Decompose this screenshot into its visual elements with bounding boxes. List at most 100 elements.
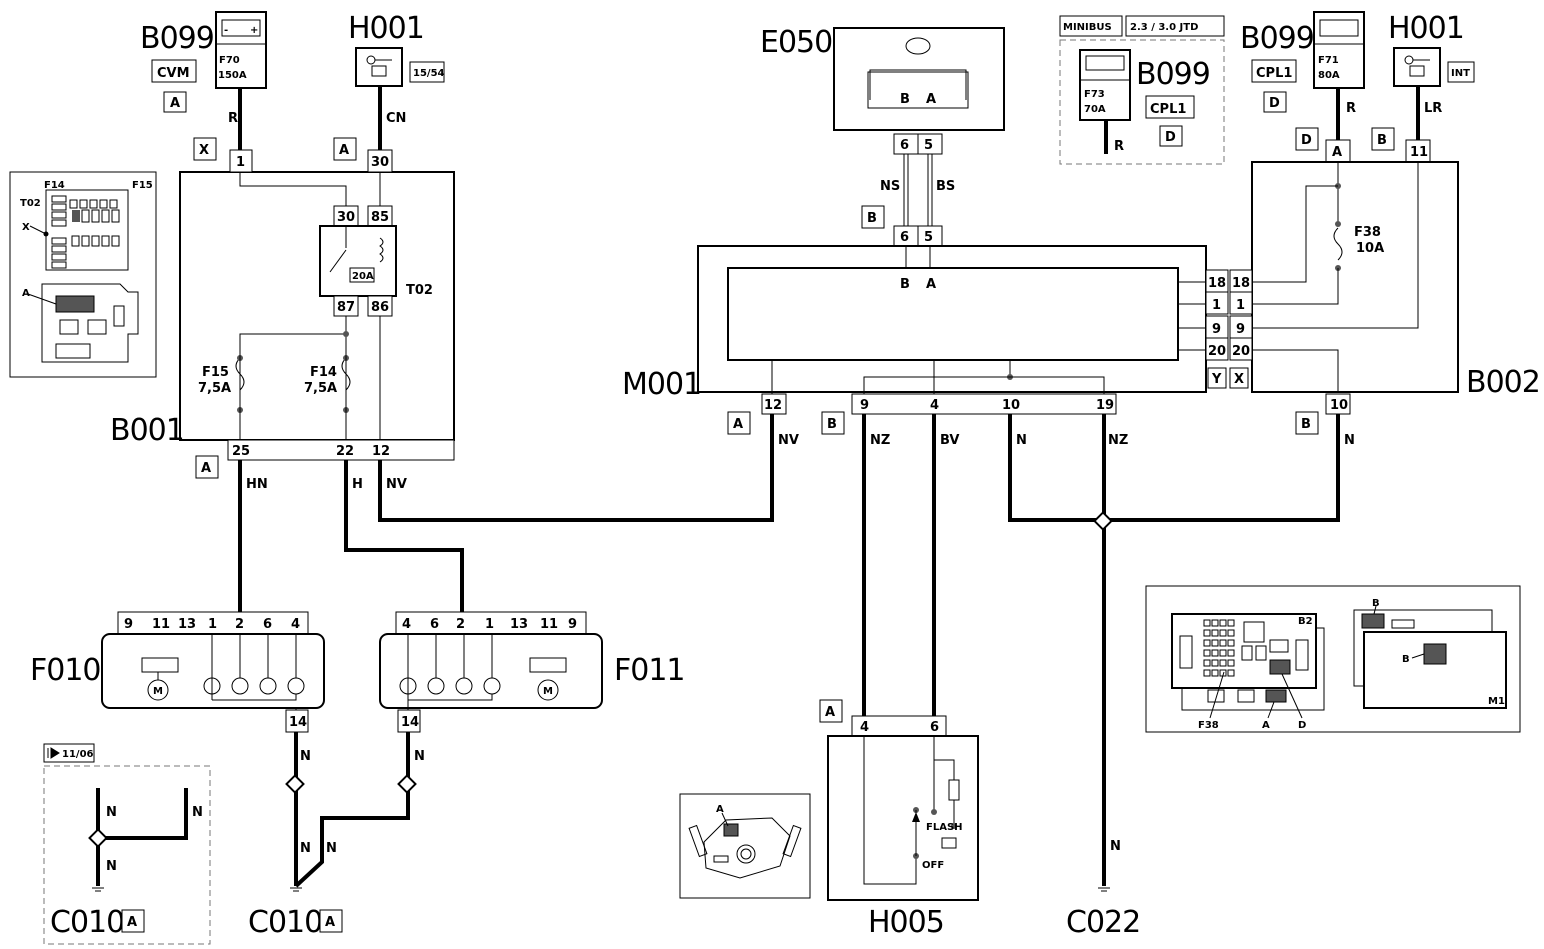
svg-text:N: N (414, 749, 425, 764)
svg-text:N: N (1344, 433, 1355, 448)
svg-text:B2: B2 (1298, 616, 1313, 627)
svg-text:10: 10 (1002, 398, 1020, 413)
svg-text:13: 13 (510, 617, 528, 632)
svg-text:19: 19 (1096, 398, 1114, 413)
svg-text:6: 6 (430, 617, 439, 632)
inset-b001-location: F14 F15 T02 X A (9, 171, 157, 378)
svg-text:9: 9 (1212, 322, 1221, 337)
h001-left-tag: 15/54 (413, 68, 445, 79)
svg-text:5: 5 (924, 138, 933, 153)
svg-text:M1: M1 (1488, 696, 1505, 707)
b099-left-tag: CVM (157, 66, 190, 81)
svg-text:X: X (22, 222, 30, 233)
svg-text:80A: 80A (1318, 70, 1340, 81)
svg-text:LR: LR (1424, 101, 1442, 116)
svg-text:N: N (106, 805, 117, 820)
svg-text:F73: F73 (1084, 89, 1105, 100)
svg-text:BS: BS (936, 179, 955, 194)
svg-text:12: 12 (764, 398, 782, 413)
svg-text:A: A (339, 143, 349, 158)
svg-text:A: A (170, 96, 180, 111)
b099-battery-right: B099 F71 80A CPL1 D (1240, 11, 1365, 113)
svg-text:20: 20 (1232, 344, 1250, 359)
svg-text:F38: F38 (1198, 720, 1219, 731)
svg-text:B: B (867, 211, 877, 226)
svg-text:B: B (900, 277, 910, 292)
svg-text:7,5A: 7,5A (304, 381, 337, 396)
svg-text:A: A (1262, 720, 1270, 731)
svg-text:20: 20 (1208, 344, 1226, 359)
svg-text:T02: T02 (20, 198, 41, 209)
svg-text:B: B (900, 92, 910, 107)
svg-text:6: 6 (900, 230, 909, 245)
svg-text:CPL1: CPL1 (1150, 102, 1186, 117)
svg-text:CN: CN (386, 111, 406, 126)
svg-text:18: 18 (1232, 276, 1250, 291)
minibus-label: MINIBUS (1063, 22, 1112, 33)
svg-text:A: A (22, 288, 30, 299)
svg-text:22: 22 (336, 444, 354, 459)
svg-text:2: 2 (456, 617, 465, 632)
svg-text:D: D (1298, 720, 1306, 731)
svg-text:N: N (300, 749, 311, 764)
svg-text:X: X (199, 143, 209, 158)
svg-text:NV: NV (386, 477, 407, 492)
svg-text:M: M (153, 686, 163, 697)
svg-text:2: 2 (235, 617, 244, 632)
svg-text:1: 1 (1212, 298, 1221, 313)
f011-headlight-right: 4 6 2 1 13 11 9 M 14 F011 (379, 611, 686, 733)
svg-text:+: + (250, 25, 258, 36)
svg-text:6: 6 (900, 138, 909, 153)
svg-text:20A: 20A (352, 271, 374, 282)
e050-code: E050 (760, 25, 832, 60)
svg-text:FLASH: FLASH (926, 822, 963, 833)
svg-text:70A: 70A (1084, 104, 1106, 115)
h001-ignition-left: H001 15/54 (348, 11, 445, 87)
svg-text:25: 25 (232, 444, 250, 459)
svg-text:9: 9 (124, 617, 133, 632)
svg-text:7,5A: 7,5A (198, 381, 231, 396)
svg-text:86: 86 (371, 300, 389, 315)
svg-text:B: B (827, 417, 837, 432)
svg-text:9: 9 (860, 398, 869, 413)
svg-text:NZ: NZ (870, 433, 890, 448)
svg-text:F14: F14 (44, 180, 65, 191)
svg-text:13: 13 (178, 617, 196, 632)
svg-text:N: N (1016, 433, 1027, 448)
svg-text:B099: B099 (1136, 57, 1210, 92)
svg-text:N: N (326, 841, 337, 856)
svg-text:6: 6 (263, 617, 272, 632)
svg-text:B: B (1301, 417, 1311, 432)
svg-text:14: 14 (289, 715, 307, 730)
svg-text:5: 5 (924, 230, 933, 245)
svg-text:N: N (106, 859, 117, 874)
inset-h005-location: A (679, 793, 811, 899)
svg-text:A: A (825, 705, 835, 720)
svg-text:18: 18 (1208, 276, 1226, 291)
svg-text:INT: INT (1451, 68, 1470, 79)
b099-battery-left: B099 -+ F70 150A CVM A (140, 11, 267, 113)
svg-text:BV: BV (940, 433, 959, 448)
relay-t02 (319, 225, 397, 297)
svg-text:N: N (1110, 839, 1121, 854)
svg-text:6: 6 (930, 720, 939, 735)
m001-component: NS BS B 6 5 B A M001 18 1 9 20 Y X 12 9 … (622, 154, 1249, 435)
svg-text:1: 1 (208, 617, 217, 632)
svg-text:CPL1: CPL1 (1256, 66, 1292, 81)
svg-text:4: 4 (860, 720, 869, 735)
c010-ground-main: N N N N C010 A (248, 732, 425, 940)
c022-ground: C022 (1066, 887, 1141, 940)
h005-light-switch: A 4 6 FLASH OFF H005 (819, 699, 979, 940)
h001-ignition-right: H001 INT (1388, 11, 1475, 87)
c010-code: C010 (248, 905, 322, 940)
e050-component: E050 B A 6 5 (760, 25, 1005, 155)
fuse-f38-label: F38 (1354, 225, 1381, 240)
svg-text:A: A (716, 804, 724, 815)
b001-code: B001 (110, 413, 184, 448)
svg-text:NV: NV (778, 433, 799, 448)
svg-text:85: 85 (371, 210, 389, 225)
svg-text:R: R (228, 111, 238, 126)
wires-main: HN H NV NV NZ BV N N NZ N (238, 414, 1355, 886)
svg-text:A: A (926, 277, 936, 292)
